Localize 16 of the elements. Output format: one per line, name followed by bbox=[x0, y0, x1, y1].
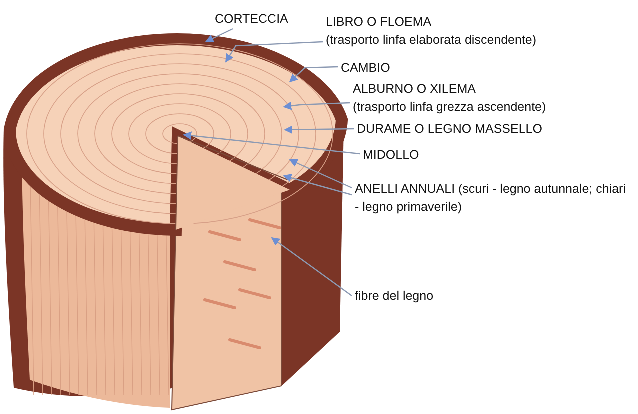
bark-label: CORTECCIA bbox=[215, 10, 288, 28]
leader-line bbox=[283, 174, 352, 196]
leader-line bbox=[205, 28, 234, 43]
phloem-description: (trasporto linfa elaborata discendente) bbox=[326, 32, 537, 49]
xylem-description: (trasporto linfa grezza ascendente) bbox=[353, 99, 546, 116]
leader-line bbox=[183, 132, 360, 155]
annual-rings-label: ANELLI ANNUALI (scuri - legno autunnale; chiari - legno primaverile) bbox=[355, 180, 630, 216]
wood-fibres-label: fibre del legno bbox=[355, 287, 434, 305]
xylem-label: ALBURNO O XILEMA bbox=[353, 81, 476, 98]
cambium-label: CAMBIO bbox=[341, 59, 390, 77]
leader-line bbox=[226, 41, 324, 63]
pith-label: MIDOLLO bbox=[363, 146, 420, 164]
heartwood-label: DURAME O LEGNO MASSELLO bbox=[357, 120, 542, 138]
leader-line bbox=[289, 66, 338, 83]
phloem-label: LIBRO O FLOEMA bbox=[326, 14, 432, 31]
leader-line bbox=[289, 159, 352, 189]
